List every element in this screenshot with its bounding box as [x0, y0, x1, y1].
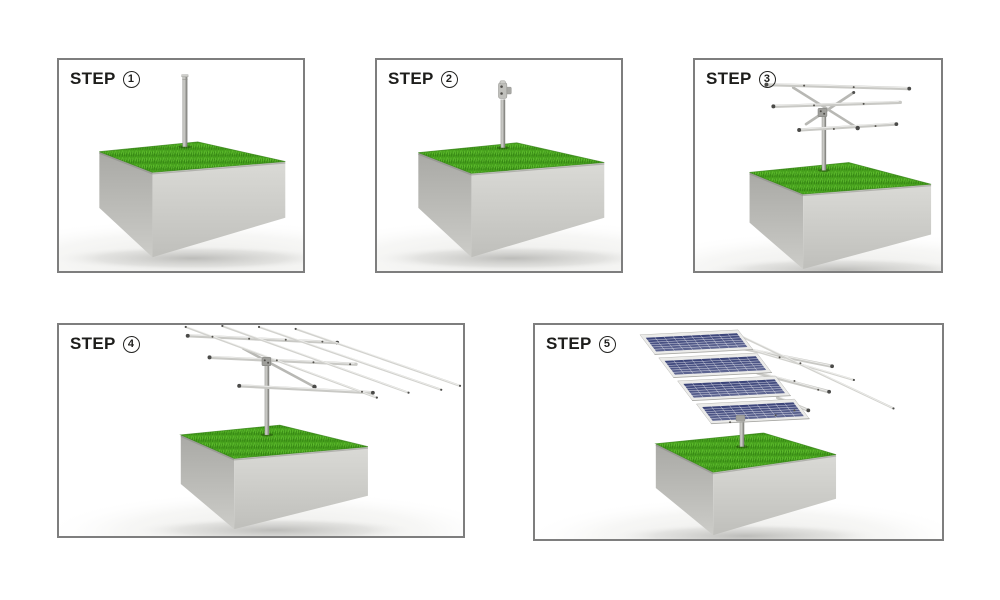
step-2-card: STEP 2 [375, 58, 623, 273]
step-label: STEP 5 [546, 334, 616, 354]
step-number-badge: 1 [122, 70, 140, 88]
step-2-illustration [377, 80, 621, 271]
step-label: STEP 4 [70, 334, 140, 354]
step-1-illustration [59, 74, 303, 271]
step-3-illustration [695, 82, 941, 271]
step-word: STEP [546, 334, 592, 353]
step-number-badge: 3 [758, 70, 776, 88]
step-label: STEP 3 [706, 69, 776, 89]
step-number-badge: 4 [122, 335, 140, 353]
step-label: STEP 1 [70, 69, 140, 89]
step-word: STEP [388, 69, 434, 88]
step-1-card: STEP 1 [57, 58, 305, 273]
step-word: STEP [706, 69, 752, 88]
step-3-card: STEP 3 [693, 58, 943, 273]
step-4-card: STEP 4 [57, 323, 465, 538]
step-5-illustration [535, 329, 942, 539]
step-number-badge: 2 [440, 70, 458, 88]
step-label: STEP 2 [388, 69, 458, 89]
step-5-card: STEP 5 [533, 323, 944, 541]
step-word: STEP [70, 334, 116, 353]
step-word: STEP [70, 69, 116, 88]
step-number-badge: 5 [598, 335, 616, 353]
step-4-illustration [59, 325, 463, 536]
